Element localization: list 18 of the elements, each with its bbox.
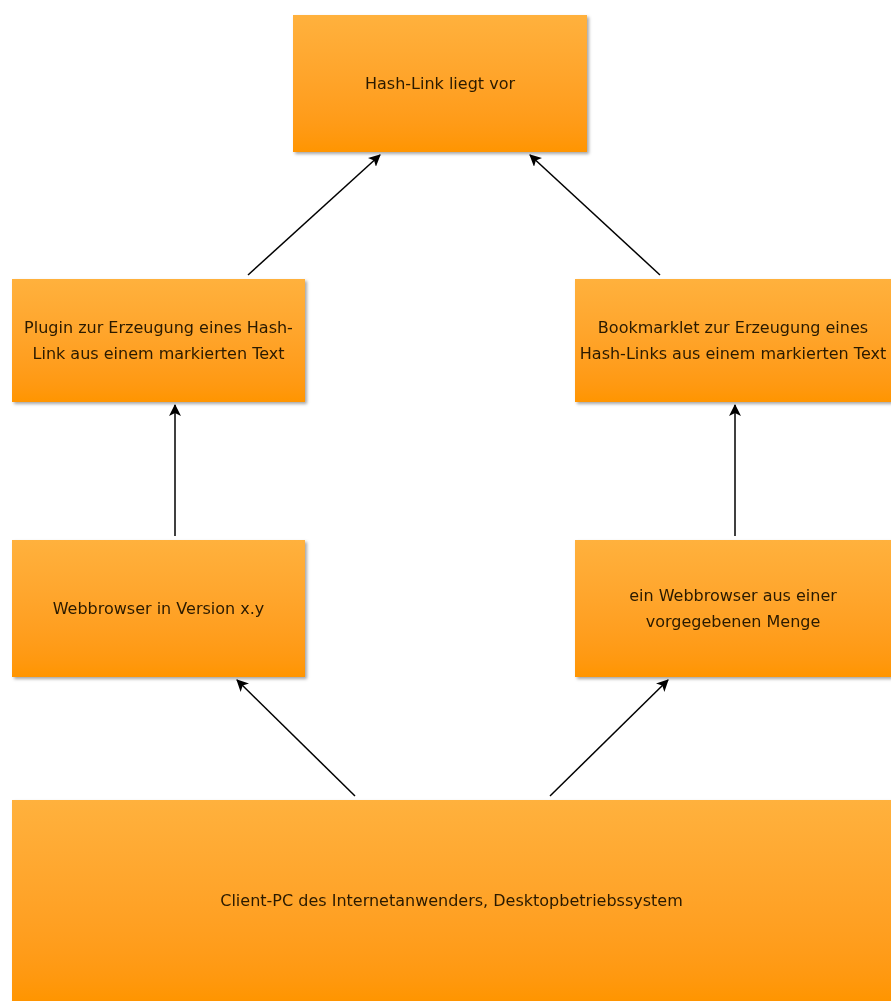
arrow [236, 679, 356, 797]
process-box [12, 540, 305, 677]
box-label: Client-PC des Internetanwenders, Desktopbetriebssystem [220, 889, 683, 912]
process-box [293, 15, 587, 152]
process-box [12, 800, 891, 1001]
box-label: Hash-Link liegt vor [365, 72, 515, 95]
arrow [247, 154, 381, 276]
arrow [169, 404, 181, 537]
arrow [729, 404, 741, 537]
process-box [575, 540, 891, 677]
box-label: ein Webbrowser aus einer vorgegebenen Menge [628, 584, 838, 633]
arrow [529, 154, 661, 276]
box-label: Bookmarklet zur Erzeugung eines Hash-Links aus einem markierten Text [578, 316, 888, 365]
box-label: Plugin zur Erzeugung eines Hash-Link aus einem markierten Text [23, 316, 294, 365]
process-box [575, 279, 891, 402]
process-box [12, 279, 305, 402]
box-label: Webbrowser in Version x.y [52, 597, 265, 620]
arrow [549, 679, 669, 797]
